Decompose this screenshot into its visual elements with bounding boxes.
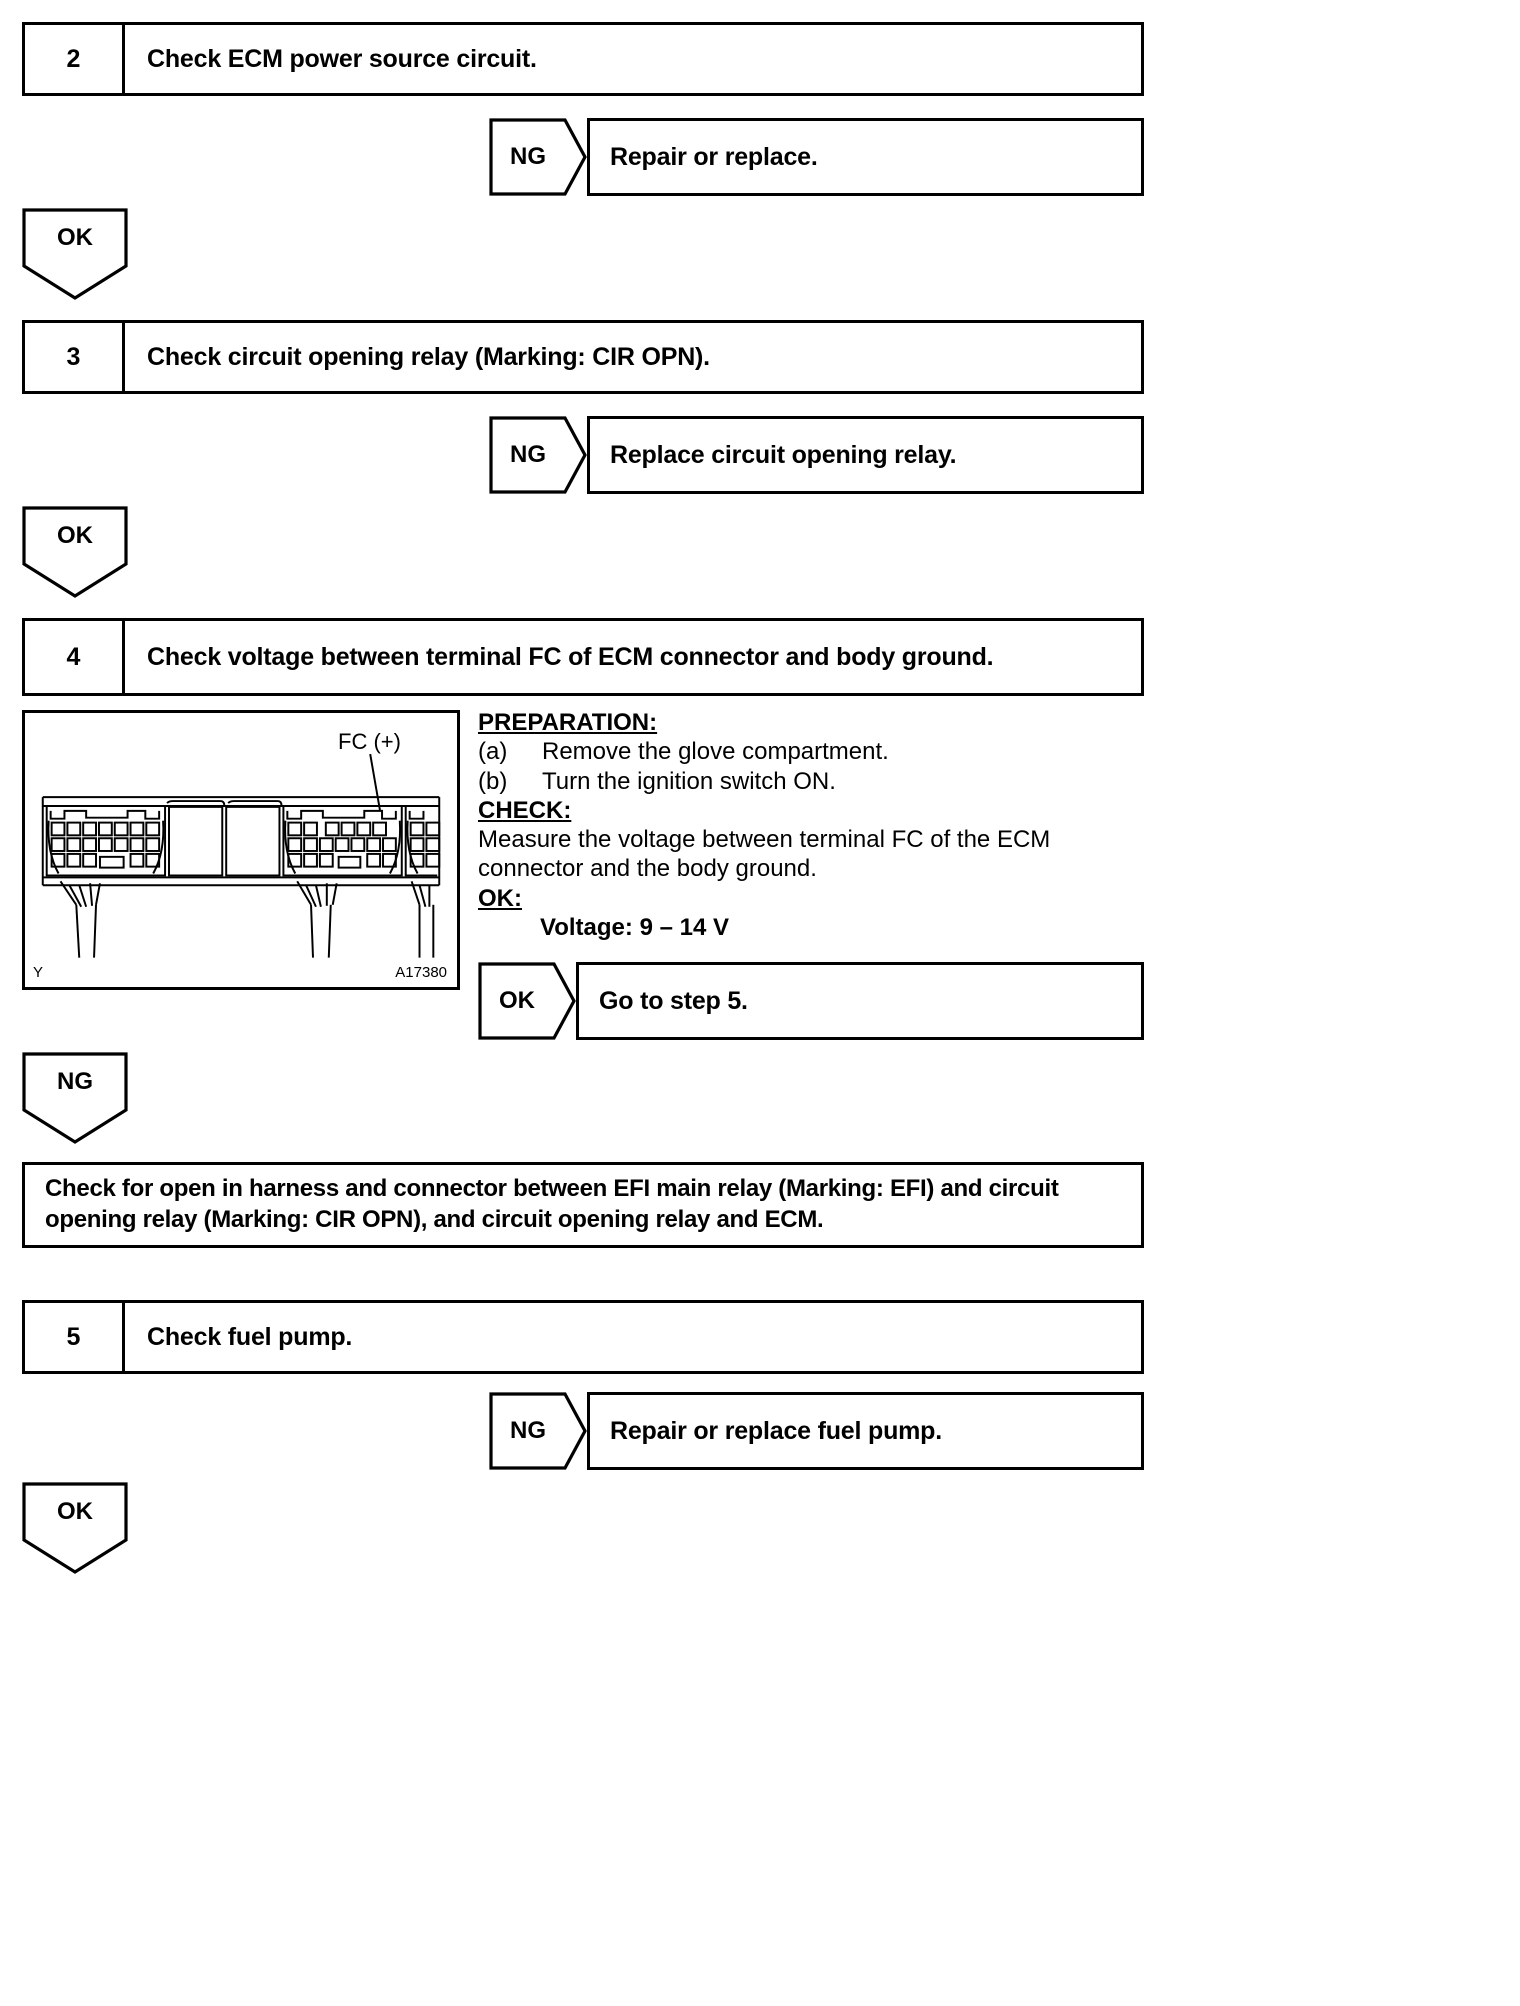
- connector-label: NG: [57, 1068, 93, 1095]
- preparation-item-b: (b) Turn the ignition switch ON.: [478, 767, 1150, 796]
- connector-ok-3: OK: [22, 506, 128, 598]
- branch-result-box: Replace circuit opening relay.: [587, 416, 1144, 494]
- branch-3-ng[interactable]: NG Replace circuit opening relay.: [489, 416, 1144, 494]
- item-marker: (a): [478, 738, 508, 766]
- branch-arrow-ng: NG: [489, 416, 587, 494]
- step-bar-3[interactable]: 3 Check circuit opening relay (Marking: …: [22, 320, 1144, 394]
- branch-result-box: Repair or replace.: [587, 118, 1144, 196]
- harness-check-bar[interactable]: Check for open in harness and connector …: [22, 1162, 1144, 1248]
- step-number: 4: [25, 621, 125, 693]
- connector-ok-2: OK: [22, 208, 128, 300]
- connector-label: OK: [57, 522, 93, 549]
- ecm-connector-illustration: [41, 753, 441, 958]
- step-number: 5: [25, 1303, 125, 1371]
- preparation-heading: PREPARATION:: [478, 709, 658, 736]
- step-number: 2: [25, 25, 125, 93]
- step-title: Check circuit opening relay (Marking: CI…: [147, 342, 710, 371]
- fc-callout-label: FC (+): [338, 729, 401, 754]
- step-bar-4[interactable]: 4 Check voltage between terminal FC of E…: [22, 618, 1144, 696]
- branch-arrow-ok: OK: [478, 962, 576, 1040]
- step-number: 3: [25, 323, 125, 391]
- branch-5-ng[interactable]: NG Repair or replace fuel pump.: [489, 1392, 1144, 1470]
- check-text: Measure the voltage between terminal FC …: [478, 826, 1051, 883]
- item-text: Remove the glove compartment.: [542, 738, 889, 766]
- harness-check-text: Check for open in harness and connector …: [45, 1175, 1059, 1233]
- connector-label: OK: [57, 224, 93, 251]
- branch-tag-label: NG: [510, 143, 546, 170]
- step-title: Check fuel pump.: [147, 1322, 353, 1351]
- ok-spec-voltage: Voltage: 9 – 14 V: [540, 913, 729, 941]
- branch-tag-label: NG: [510, 441, 546, 468]
- item-marker: (b): [478, 767, 508, 795]
- branch-2-ng[interactable]: NG Repair or replace.: [489, 118, 1144, 196]
- step-bar-5[interactable]: 5 Check fuel pump.: [22, 1300, 1144, 1374]
- ecm-connector-figure: FC (+) Y A17380: [22, 710, 460, 990]
- step-title: Check voltage between terminal FC of ECM…: [147, 642, 994, 671]
- connector-label: OK: [57, 1498, 93, 1525]
- check-heading: CHECK:: [478, 796, 572, 824]
- branch-tag-label: NG: [510, 1417, 546, 1444]
- figure-code-label: A17380: [395, 964, 447, 981]
- step-bar-2[interactable]: 2 Check ECM power source circuit.: [22, 22, 1144, 96]
- branch-result-box: Go to step 5.: [576, 962, 1144, 1040]
- step-title: Check ECM power source circuit.: [147, 44, 537, 73]
- item-text: Turn the ignition switch ON.: [542, 767, 836, 795]
- branch-tag-label: OK: [499, 987, 535, 1014]
- connector-ng-4: NG: [22, 1052, 128, 1144]
- branch-arrow-ng: NG: [489, 118, 587, 196]
- branch-result-box: Repair or replace fuel pump.: [587, 1392, 1144, 1470]
- figure-corner-mark: Y: [33, 964, 44, 981]
- branch-4-ok[interactable]: OK Go to step 5.: [478, 962, 1144, 1040]
- connector-ok-5: OK: [22, 1482, 128, 1574]
- branch-arrow-ng: NG: [489, 1392, 587, 1470]
- procedure-text-block: PREPARATION: (a) Remove the glove compar…: [478, 708, 1150, 942]
- preparation-item-a: (a) Remove the glove compartment.: [478, 737, 1150, 766]
- ok-heading: OK:: [478, 884, 522, 912]
